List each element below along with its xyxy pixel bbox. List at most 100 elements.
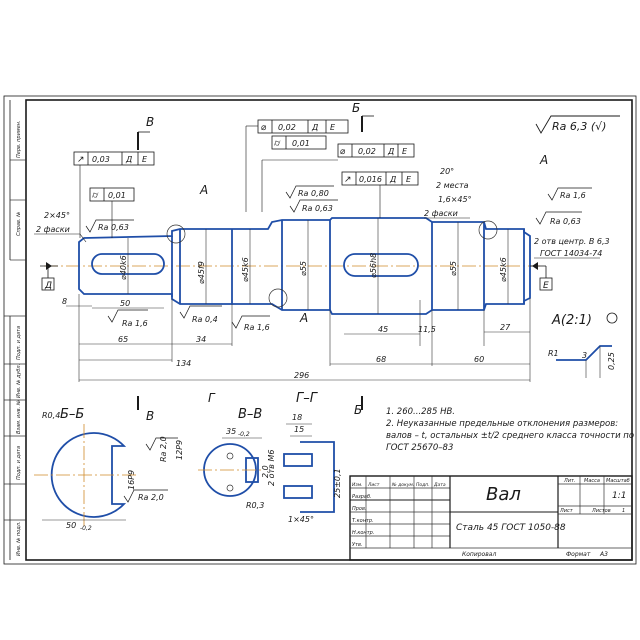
tol5-val: 0,02 xyxy=(358,147,376,156)
section-bb-dia: 50 xyxy=(66,521,76,530)
note-2: 2. Неуказанные предельные отклонения раз… xyxy=(386,419,618,429)
section-bb-w: 16Р9 xyxy=(127,470,136,490)
tol5-sym: ⌀ xyxy=(340,147,346,157)
section-bb: Б–Б R0,4 16Р9 50 -0,2 Ra 2,0 Ra 2,0 xyxy=(34,407,178,532)
section-marks: В В Б Б А А А xyxy=(137,101,548,423)
chamfer-left-note: 2 фаски xyxy=(36,225,70,234)
stamp-sign-date-1: Подп. и дата xyxy=(16,326,22,360)
tol1-base2: Е xyxy=(142,155,148,164)
rough-9: Ra 2,0 xyxy=(138,493,164,502)
section-v-bottom: В xyxy=(146,409,154,423)
dim-134: 134 xyxy=(176,359,191,368)
dia-45k6-right: ⌀45k6 xyxy=(499,257,508,282)
dia-56h8: ⌀56h8 xyxy=(369,253,378,278)
detail-a-title: А(2:1) xyxy=(551,313,592,328)
rough-3: Ra 0,63 xyxy=(302,204,333,213)
tb-mass: Масса xyxy=(584,478,600,484)
detail-circle-right xyxy=(478,220,498,240)
chamfer-right: 1,6×45° xyxy=(438,195,472,204)
tol2-sym: ⌭ xyxy=(92,191,99,201)
section-gg-ch: 1×45° xyxy=(288,515,314,524)
datum-d-label: Д xyxy=(44,281,52,291)
stamp-repl-inv: Взам. инв. № xyxy=(16,400,22,434)
section-vv-r: R0,3 xyxy=(246,501,264,510)
section-v-top: В xyxy=(146,115,154,129)
center-hole-line1: 2 отв центр. В 6,3 xyxy=(534,237,610,246)
rough-7: Ra 0,4 xyxy=(192,315,218,324)
section-gg-15: 15 xyxy=(294,425,304,434)
dim-296: 296 xyxy=(294,371,309,380)
dia-45f9: ⌀45f9 xyxy=(197,261,206,284)
dim-34: 34 xyxy=(196,335,206,344)
tb-utv: Утв. xyxy=(352,542,363,548)
tol3-base1: Д xyxy=(311,123,318,132)
dim-8: 8 xyxy=(62,297,67,306)
section-bb-tol: -0,2 xyxy=(80,525,92,532)
tb-razrab: Разраб. xyxy=(352,494,372,500)
dim-11-5: 11,5 xyxy=(418,325,436,334)
tb-tkontr: Т.контр. xyxy=(352,518,374,524)
section-vv-top: 35 xyxy=(226,427,236,436)
datum-e-label: Е xyxy=(543,281,549,291)
section-vv-top-tol: -0,2 xyxy=(238,431,250,438)
tb-lit: Лит. xyxy=(563,478,576,484)
dim-65: 65 xyxy=(118,335,128,344)
tb-prov: Пров. xyxy=(352,506,367,512)
tol2-val: 0,01 xyxy=(108,191,126,200)
chamfer-right-note: 2 фаски xyxy=(424,209,458,218)
section-gg-title: Г–Г xyxy=(296,391,319,406)
stamp-orig-inv: Инв. № подл. xyxy=(16,522,22,557)
stamp-ref-no: Справ. № xyxy=(16,212,22,236)
inner-frame xyxy=(25,99,633,561)
dia-45k6-left: ⌀45k6 xyxy=(241,257,250,282)
rough-10: Ra 2,0 xyxy=(159,436,168,462)
section-vv: В–В Г 35 -0,2 12Р9 2,0 R0,3 xyxy=(175,391,270,510)
tol6-base1: Д xyxy=(389,175,396,184)
dia-55-left: ⌀55 xyxy=(299,261,308,276)
detail-a-r: R1 xyxy=(548,349,559,358)
tb-nkontr: Н.контр. xyxy=(352,530,374,536)
stamp-sign-date-2: Подп. и дата xyxy=(16,446,22,480)
note-3: валов – t, остальных ±t/2 среднего класс… xyxy=(386,431,634,441)
section-bb-title: Б–Б xyxy=(60,407,84,422)
section-g-label: Г xyxy=(208,391,216,405)
section-vv-w: 2,0 xyxy=(261,465,270,478)
section-gg-18: 18 xyxy=(292,413,302,422)
tech-notes: 1. 260...285 НВ. 2. Неуказанные предельн… xyxy=(386,407,634,453)
linear-dimensions: 8 50 65 34 134 296 45 11,5 68 27 60 xyxy=(62,294,531,382)
side-stamp: Перв. примен. Справ. № Подп. и дата Инв.… xyxy=(4,100,26,560)
datum-e: Е xyxy=(530,262,553,291)
rough-2: Ra 0,80 xyxy=(298,189,329,198)
tol3-val: 0,02 xyxy=(278,123,296,132)
tb-row-sign: Подп. xyxy=(416,482,430,488)
section-vv-title: В–В xyxy=(238,407,262,422)
datum-d: Д xyxy=(40,262,58,291)
tb-format-val: А3 xyxy=(599,551,608,558)
detail-a-025: 0,25 xyxy=(607,352,616,370)
dim-60: 60 xyxy=(474,355,484,364)
tb-row-doc: № докум. xyxy=(391,482,414,488)
roughness-marks: Ra 0,63 Ra 0,80 Ra 0,63 Ra 1,6 Ra 0,63 R… xyxy=(85,185,592,332)
chamfer-places: 2 места xyxy=(436,181,469,190)
tol5-base2: Е xyxy=(402,147,408,156)
tb-scale-val: 1:1 xyxy=(612,491,626,501)
rough-8: Ra 1,6 xyxy=(244,323,270,332)
tol1-sym: ↗ xyxy=(77,155,85,165)
center-hole-line2: ГОСТ 14034-74 xyxy=(540,249,602,258)
label-a-bottom: А xyxy=(299,311,308,325)
tol1-base1: Д xyxy=(125,155,132,164)
tb-sheet: Лист xyxy=(559,508,574,514)
note-1: 1. 260...285 НВ. xyxy=(386,407,455,417)
section-gg-thread: 2 отв М6 xyxy=(267,450,276,486)
label-a-left: А xyxy=(199,183,208,197)
tb-material: Сталь 45 ГОСТ 1050-88 xyxy=(456,523,566,533)
general-roughness: Ra 6,3 (√) xyxy=(535,115,620,134)
chamfer-notes: 2×45° 2 фаски 20° 2 места 1,6×45° 2 фаск… xyxy=(34,167,610,259)
tb-sheets-val: 1 xyxy=(622,508,625,514)
general-roughness-text: Ra 6,3 (√) xyxy=(552,120,606,133)
shaft-main-view: ⌀40k6 ⌀45f9 ⌀45k6 ⌀55 ⌀56h8 ⌀55 ⌀45k6 xyxy=(44,217,540,315)
section-gg: Г–Г 18 15 2 отв М6 25±0,1 1×45° xyxy=(267,391,342,524)
tol5-base1: Д xyxy=(387,147,394,156)
tb-scale: Масштаб xyxy=(606,478,630,484)
